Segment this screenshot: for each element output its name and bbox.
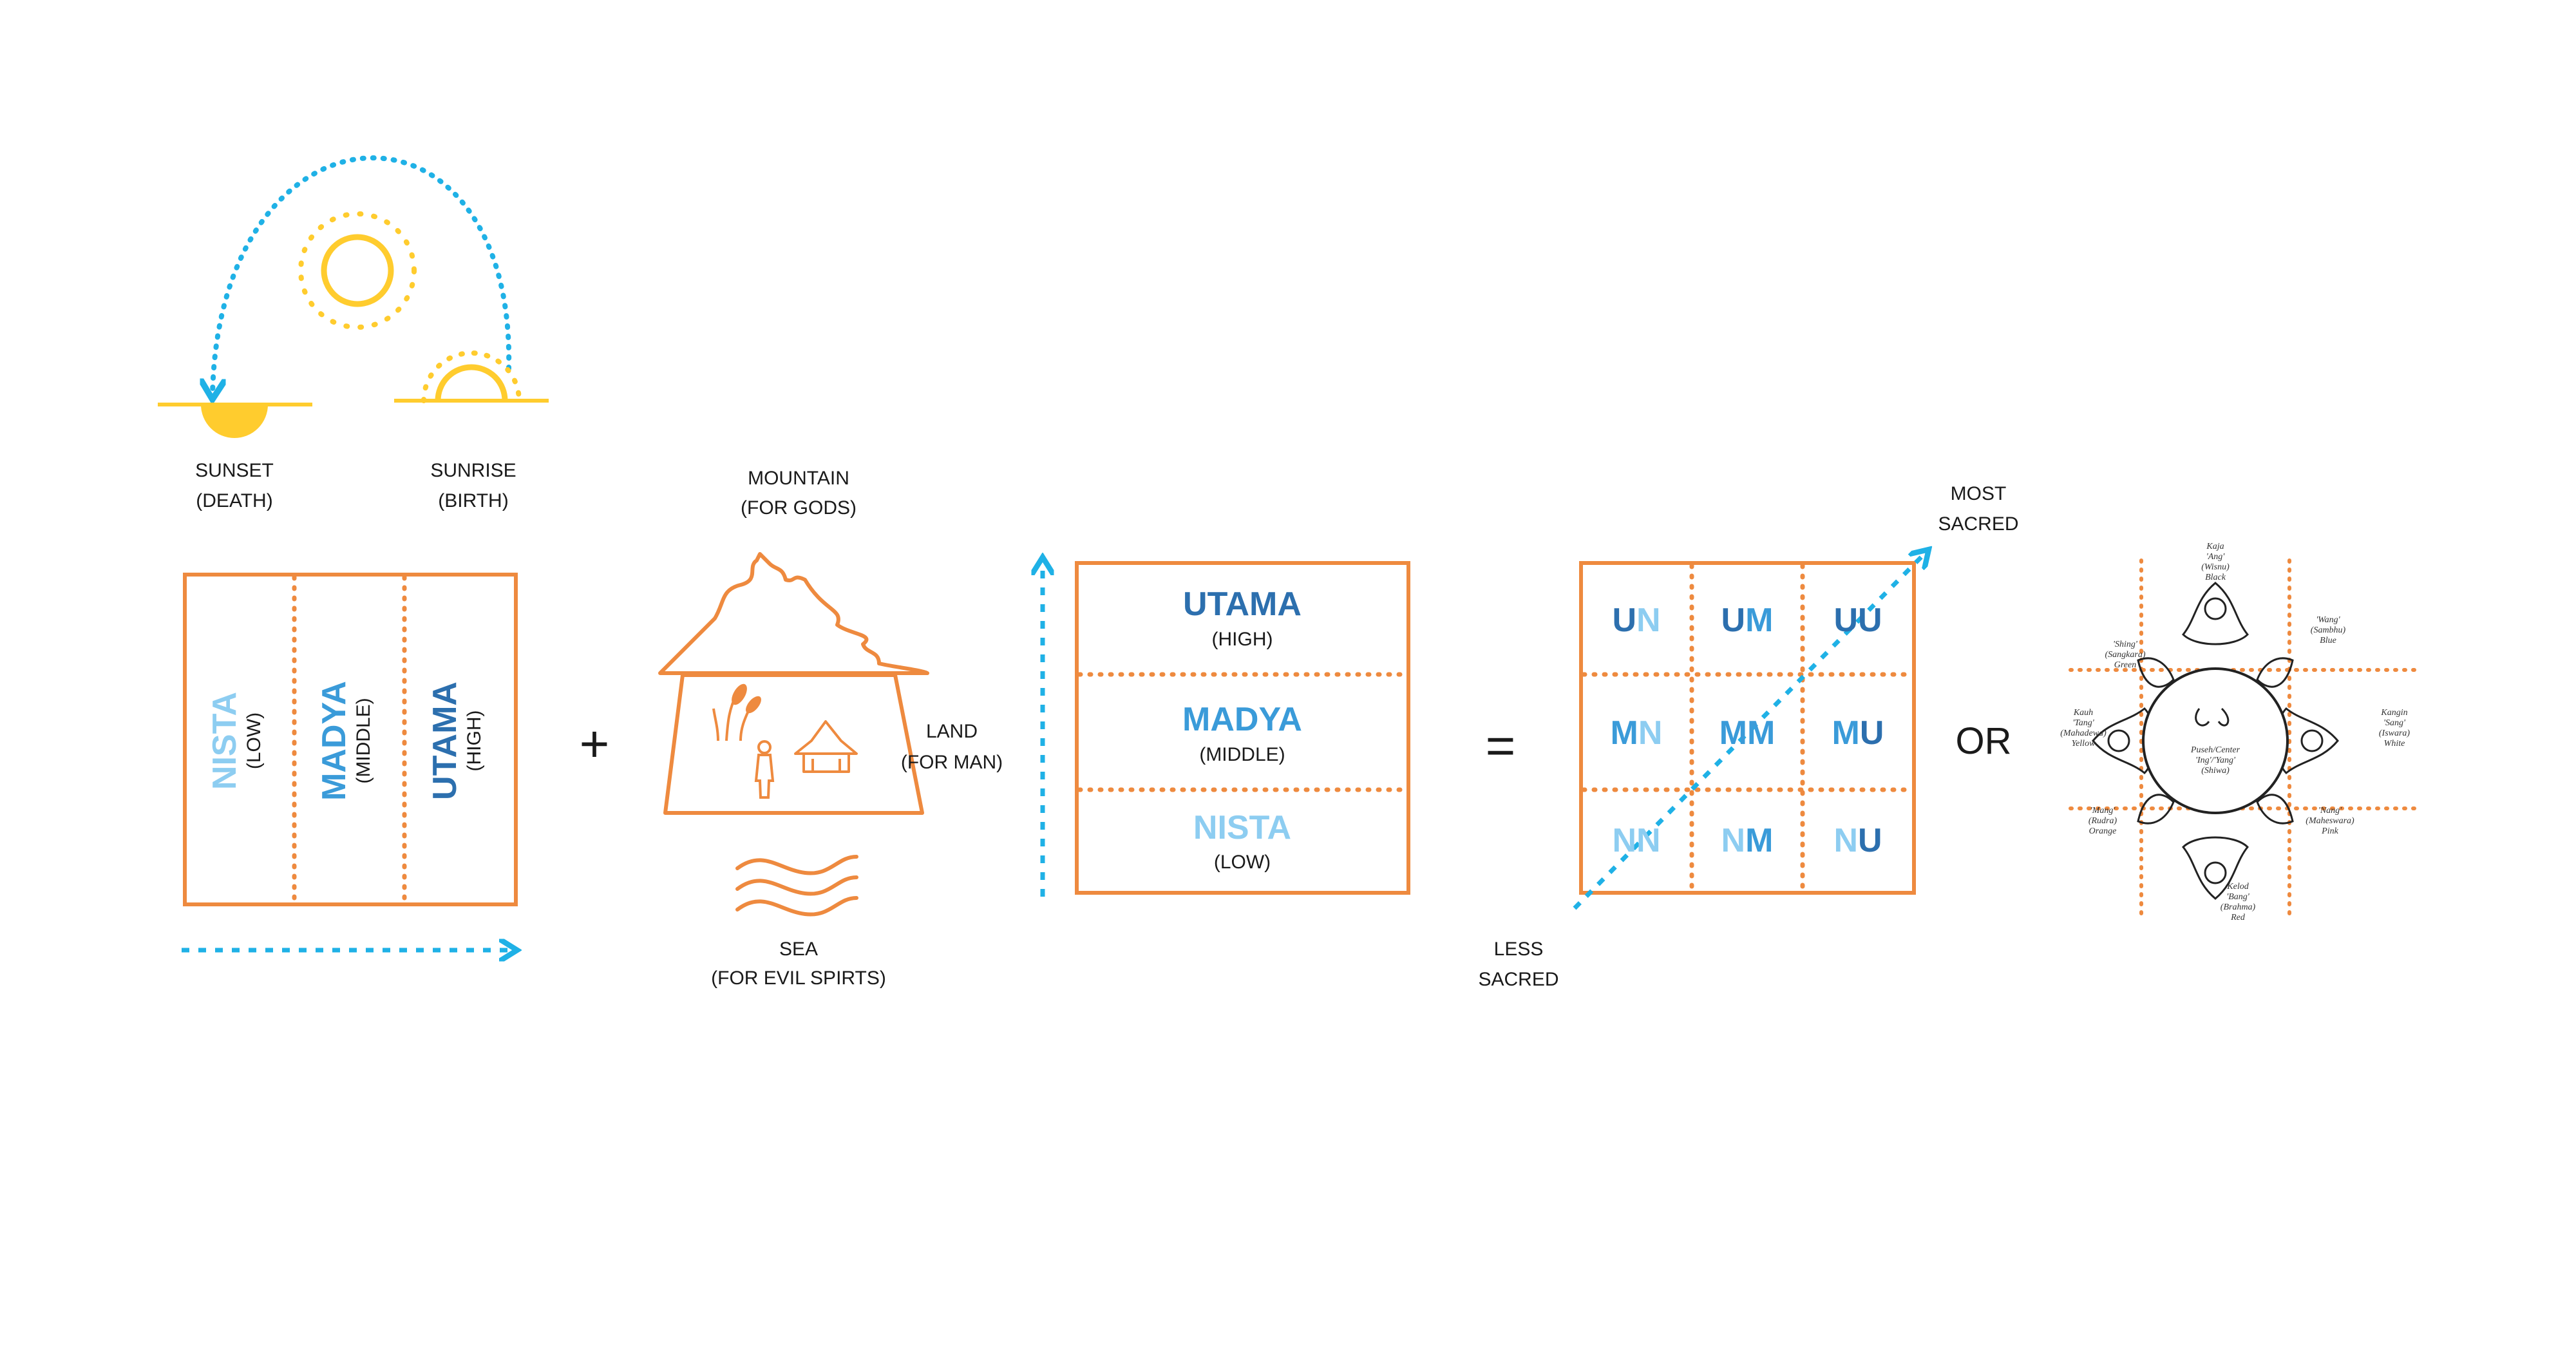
sea-waves-icon [735, 855, 858, 917]
sunset-sublabel: (DEATH) [196, 490, 272, 511]
zone-madya-sublabel: (MIDDLE) [353, 698, 374, 783]
mandala-left-2: (Mahadewa) [2060, 729, 2107, 738]
grid-cell-nu: NU [1833, 822, 1882, 859]
mandala-label-bottom-left: 'Mang' (Rudra) Orange [2088, 806, 2117, 836]
most-sacred-sublabel: SACRED [1938, 513, 2018, 535]
land-sublabel: (FOR MAN) [901, 752, 1003, 773]
grid-cell-nn: NN [1612, 822, 1660, 859]
mandala-top-2: (Wisnu) [2201, 562, 2230, 572]
zone-utama-label: UTAMA [426, 682, 464, 800]
sacred-grid: MOST SACRED UN UM UU MN MM MU NN NM NU L… [1478, 483, 2018, 990]
lotus-ornament-icon [2092, 582, 2339, 900]
mandala-top-left-0: 'Shing' [2113, 640, 2138, 649]
grid-cell-mu: MU [1832, 714, 1884, 752]
grid-cell-nm: NM [1721, 822, 1774, 859]
mandala-right-2: (Iswara) [2379, 729, 2410, 738]
mandala-bottom-2: (Brahma) [2221, 902, 2256, 912]
equals-sign: = [1486, 717, 1516, 774]
mandala-bottom-left-2: Orange [2089, 826, 2117, 836]
mountain-icon [658, 552, 929, 675]
cosmos-group: MOUNTAIN (FOR GODS) LAND (FOR MAN) S [658, 468, 1003, 989]
zone-utama-sublabel: (HIGH) [464, 711, 485, 772]
mandala-bottom-left-0: 'Mang' [2090, 806, 2116, 816]
grid-cell-uu: UU [1833, 602, 1882, 639]
mandala-top-right-2: Blue [2320, 636, 2336, 645]
mandala-label-left: Kauh 'Tang' (Mahadewa) Yellow [2060, 708, 2107, 749]
mandala-left-1: 'Tang' [2072, 718, 2094, 728]
sunrise-sublabel: (BIRTH) [438, 490, 508, 511]
mountain-label: MOUNTAIN [748, 468, 849, 489]
vertical-zones-box: UTAMA (HIGH) MADYA (MIDDLE) NISTA (LOW) [1043, 562, 1410, 897]
vzone-madya-label: MADYA [1182, 701, 1302, 738]
midday-sun-icon [298, 211, 417, 330]
temple-icon [794, 720, 858, 773]
mandala-bottom-0: Kelod [2226, 882, 2249, 892]
less-sacred-sublabel: SACRED [1478, 969, 1558, 990]
sea-label: SEA [779, 939, 818, 960]
zone-madya-label: MADYA [316, 681, 353, 801]
less-sacred-label: LESS [1494, 939, 1544, 960]
sea-sublabel: (FOR EVIL SPIRTS) [711, 968, 886, 989]
sun-arc-arrow [213, 155, 512, 394]
mandala-bottom-3: Red [2230, 913, 2246, 922]
sun-path-group: SUNSET (DEATH) SUNRISE (BIRTH) [158, 155, 549, 511]
nawa-sanga-mandala: Kaja 'Ang' (Wisnu) Black 'Wang' (Sambhu)… [2060, 542, 2420, 923]
sunrise-icon [394, 350, 549, 403]
vzone-utama-label: UTAMA [1183, 586, 1302, 623]
sunrise-label: SUNRISE [430, 460, 516, 481]
mandala-top-1: 'Ang' [2206, 552, 2226, 562]
mandala-bottom-right-1: (Maheswara) [2306, 816, 2354, 826]
sunset-icon [158, 403, 312, 438]
mandala-bottom-right-0: 'Nang' [2318, 806, 2342, 816]
mandala-right-3: White [2384, 739, 2405, 749]
mandala-right-0: Kangin [2380, 708, 2407, 718]
mandala-label-top: Kaja 'Ang' (Wisnu) Black [2201, 542, 2230, 582]
mandala-center-1: 'Ing'/'Yang' [2195, 756, 2236, 765]
vzone-madya-sublabel: (MIDDLE) [1199, 744, 1285, 765]
mandala-label-right: Kangin 'Sang' (Iswara) White [2379, 708, 2410, 749]
mandala-left-3: Yellow [2072, 739, 2096, 749]
mandala-top-right-1: (Sambhu) [2311, 625, 2346, 635]
land-label: LAND [926, 721, 978, 742]
mandala-bottom-right-2: Pink [2321, 826, 2338, 836]
mandala-top-right-0: 'Wang' [2316, 615, 2340, 625]
zone-nista-sublabel: (LOW) [243, 712, 265, 769]
mandala-right-1: 'Sang' [2383, 718, 2406, 728]
man-icon [754, 740, 775, 799]
plant-icon [712, 683, 761, 741]
mandala-top-left-1: (Sangkara) [2105, 650, 2146, 660]
most-sacred-label: MOST [1951, 483, 2007, 504]
zone-nista-label: NISTA [206, 692, 243, 790]
mandala-center-2: (Shiwa) [2201, 766, 2230, 776]
vzone-nista-sublabel: (LOW) [1214, 852, 1271, 873]
mandala-left-0: Kauh [2073, 708, 2093, 718]
mandala-label-center: Puseh/Center 'Ing'/'Yang' (Shiwa) [2190, 745, 2240, 776]
or-label: OR [1956, 720, 2012, 762]
mandala-top-0: Kaja [2206, 542, 2224, 551]
sunset-label: SUNSET [195, 460, 274, 481]
vzone-nista-label: NISTA [1193, 809, 1291, 846]
land-trapezoid [663, 673, 924, 815]
mandala-bottom-left-1: (Rudra) [2088, 816, 2117, 826]
mandala-top-3: Black [2205, 573, 2226, 582]
mandala-label-bottom-right: 'Nang' (Maheswara) Pink [2306, 806, 2354, 836]
mandala-center-0: Puseh/Center [2190, 745, 2240, 755]
grid-cell-mm: MM [1719, 714, 1776, 752]
mandala-label-top-right: 'Wang' (Sambhu) Blue [2311, 615, 2346, 645]
mountain-sublabel: (FOR GODS) [741, 497, 857, 519]
grid-cell-um: UM [1721, 602, 1774, 639]
grid-cell-un: UN [1612, 602, 1660, 639]
horizontal-zones-box: NISTA (LOW) MADYA (MIDDLE) UTAMA (HIGH) [182, 573, 516, 950]
grid-cell-mn: MN [1611, 714, 1663, 752]
mandala-label-top-left: 'Shing' (Sangkara) Green [2105, 640, 2146, 670]
mandala-label-bottom: Kelod 'Bang' (Brahma) Red [2221, 882, 2256, 922]
plus-sign: + [580, 715, 610, 772]
vzone-utama-sublabel: (HIGH) [1212, 629, 1273, 650]
mandala-top-left-2: Green [2114, 660, 2136, 670]
mandala-bottom-1: 'Bang' [2226, 892, 2250, 902]
